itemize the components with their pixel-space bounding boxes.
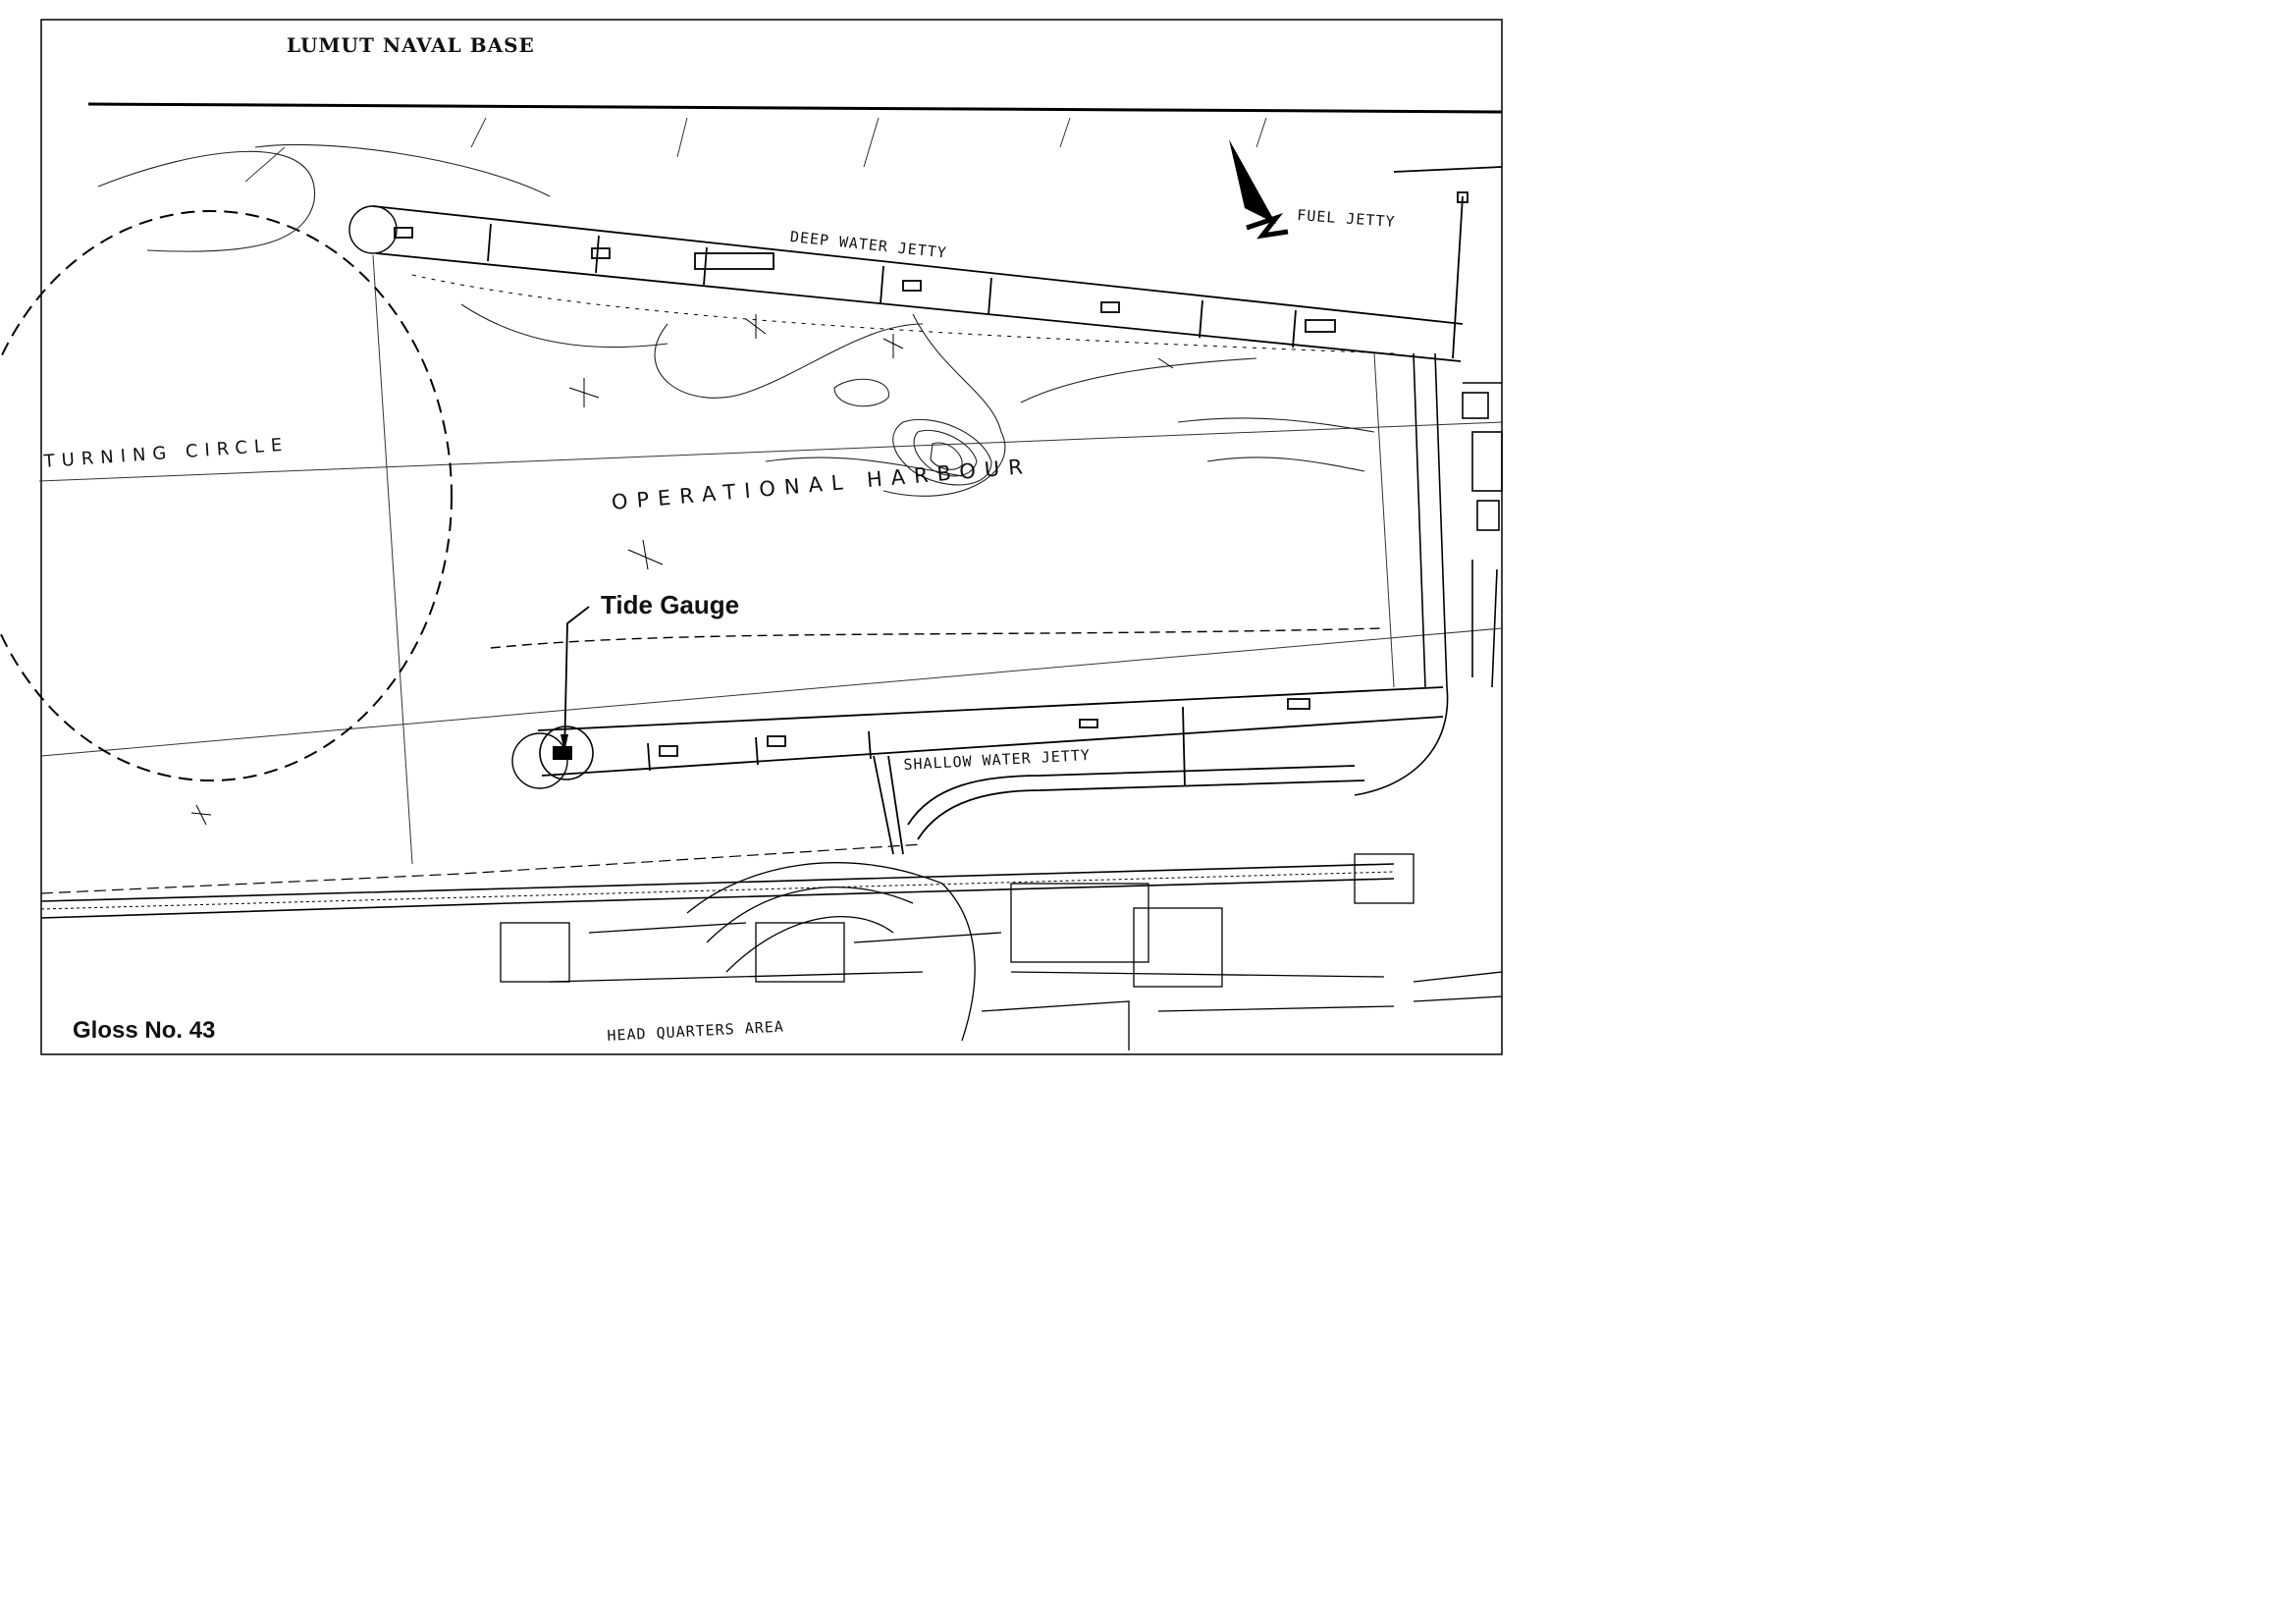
shallow-water-jetty: [511, 686, 1444, 855]
map-sheet: LUMUT NAVAL BASE Gloss No. 43 Tide Gauge…: [0, 0, 1539, 1078]
deep-water-jetty: [348, 205, 1464, 362]
tide-gauge-label: Tide Gauge: [601, 590, 740, 619]
survey-grid-lines: [38, 117, 1503, 865]
southern-shoreline: [40, 843, 1395, 919]
survey-tick-marks: [190, 314, 1174, 826]
fuel-jetty: [1393, 166, 1503, 359]
map-border: [40, 19, 1503, 1055]
turning-circle: [0, 210, 453, 781]
east-quay-wall: [1354, 352, 1503, 796]
channel-dashed-line: [490, 627, 1385, 649]
tide-gauge-marker: [553, 606, 590, 760]
harbour-boundary-dotted: [411, 274, 1395, 354]
north-arrow-icon: [1229, 139, 1289, 240]
gloss-number: Gloss No. 43: [73, 1017, 216, 1044]
contour-lines: [97, 143, 1375, 497]
site-plan-drawing: [0, 19, 1503, 1055]
head-quarters-buildings: [500, 853, 1503, 1050]
map-title: LUMUT NAVAL BASE: [287, 33, 535, 57]
top-frame-line: [87, 102, 1503, 114]
